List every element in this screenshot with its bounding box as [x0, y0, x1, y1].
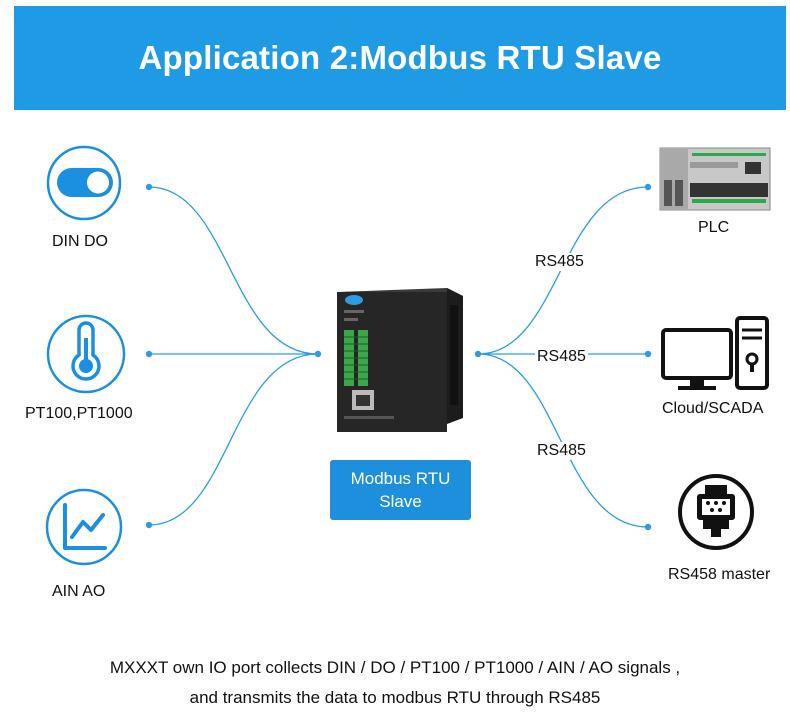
label-plc: PLC: [698, 219, 730, 236]
module-caption-line2: Slave: [379, 492, 422, 511]
module-caption-box: Modbus RTU Slave: [330, 460, 471, 520]
computer-icon: [661, 316, 769, 390]
label-pt100: PT100,PT1000: [25, 405, 133, 422]
link-label-rs458: RS485: [535, 442, 588, 460]
page-title: Application 2:Modbus RTU Slave: [138, 39, 662, 76]
connection-lines: [148, 186, 649, 528]
io-module-device-icon: [337, 288, 463, 432]
footer-line-2: and transmits the data to modbus RTU thr…: [189, 688, 601, 707]
link-rs458: [477, 353, 649, 528]
serial-connector-icon: [678, 474, 754, 550]
plc-icon: [659, 147, 771, 211]
title-banner: Application 2:Modbus RTU Slave: [14, 6, 786, 110]
footer-line-1: MXXXT own IO port collects DIN / DO / PT…: [109, 658, 681, 677]
label-ain-ao: AIN AO: [52, 583, 106, 600]
label-din-do: DIN DO: [52, 233, 108, 250]
connection-dots: [145, 183, 652, 531]
thermometer-icon: [46, 314, 126, 394]
module-caption-line1: Modbus RTU: [350, 469, 451, 488]
link-din-do: [148, 186, 319, 355]
link-label-scada: RS485: [535, 348, 588, 366]
toggle-switch-icon: [46, 145, 122, 221]
link-ain-ao: [148, 353, 319, 526]
label-cloud-scada: Cloud/SCADA: [662, 400, 764, 417]
label-rs458-master: RS458 master: [668, 566, 771, 583]
link-label-plc: RS485: [533, 253, 586, 271]
line-chart-icon: [45, 488, 123, 566]
